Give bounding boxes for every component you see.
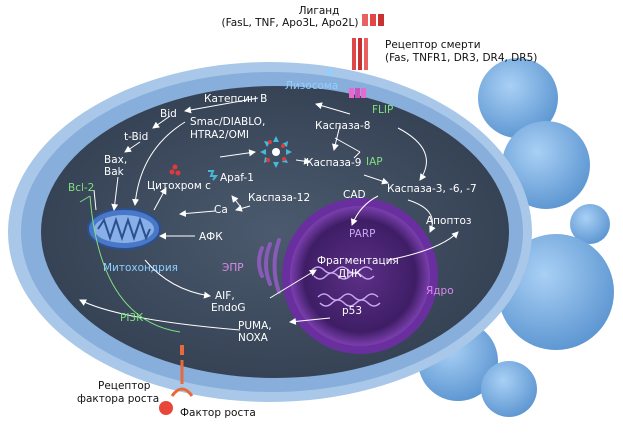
tbid-label: t-Bid <box>124 131 148 143</box>
pi3k-label: PI3K <box>120 312 144 324</box>
gf-receptor-line2: фактора роста <box>77 393 159 405</box>
smac-label-2: HTRA2/OMI <box>190 129 249 141</box>
apaf1-icon <box>208 170 218 181</box>
nucleus-label: Ядро <box>426 285 454 297</box>
caspase12-label: Каспаза-12 <box>248 192 310 204</box>
caspase9-label: Каспаза-9 <box>306 157 361 169</box>
lysosome-icon <box>327 69 333 75</box>
pathway-arrows <box>79 97 459 333</box>
apaf1-label: Apaf-1 <box>220 172 254 184</box>
cytochrome-c-icon <box>169 164 181 176</box>
growth-factor-receptor-icon <box>170 345 194 397</box>
cad-label: CAD <box>343 189 366 201</box>
puma-label-1: PUMA, <box>238 320 272 332</box>
puma-label-2: NOXA <box>238 332 269 344</box>
bid-label: Bid <box>160 108 177 120</box>
p53-label: p53 <box>342 305 362 317</box>
mitochondria-label: Митохондрия <box>103 262 178 274</box>
epr-label: ЭПР <box>222 262 244 274</box>
flip-label: FLIP <box>372 104 393 116</box>
bax-label: Bax, <box>104 154 127 166</box>
caspase367-label: Каспаза-3, -6, -7 <box>387 183 477 195</box>
ligand-icon <box>362 14 384 26</box>
parp-label: PARP <box>349 228 375 240</box>
dna-fragmentation-label-2: ДНК <box>338 268 362 280</box>
bak-label: Bak <box>104 166 125 178</box>
ca-label: Ca <box>214 204 228 216</box>
er-icon <box>257 238 281 294</box>
caspase8-label: Каспаза-8 <box>315 120 370 132</box>
iap-label: IAP <box>366 156 383 168</box>
smac-label-1: Smac/DIABLO, <box>190 116 265 128</box>
growth-factor-label: Фактор роста <box>180 407 256 419</box>
growth-factor-icon <box>159 401 173 415</box>
apoptosome-icon <box>260 136 292 168</box>
aif-label-1: AIF, <box>215 290 235 302</box>
nucleus <box>282 198 438 354</box>
gf-receptor-line1: Рецептор <box>98 380 151 392</box>
death-receptor-examples: (Fas, TNFR1, DR3, DR4, DR5) <box>385 52 537 64</box>
cytochrome-c-label: Цитохром с <box>147 180 211 192</box>
lysosome-label: Лизосома <box>285 80 338 92</box>
cathepsin-b-label: Катепсин B <box>204 93 267 105</box>
mitochondria-icon <box>87 208 161 250</box>
dna-fragmentation-label-1: Фрагментация <box>317 255 399 267</box>
ligand-examples: (FasL, TNF, Apo3L, Apo2L) <box>222 17 359 29</box>
death-receptor-icon <box>349 38 368 98</box>
afk-label: АФК <box>199 231 223 243</box>
aif-label-2: EndoG <box>211 302 246 314</box>
ligand-title: Лиганд <box>299 5 340 17</box>
death-receptor-title: Рецептор смерти <box>385 39 481 51</box>
bcl2-label: Bcl-2 <box>68 182 94 194</box>
apoptosis-label: Апоптоз <box>426 215 471 227</box>
